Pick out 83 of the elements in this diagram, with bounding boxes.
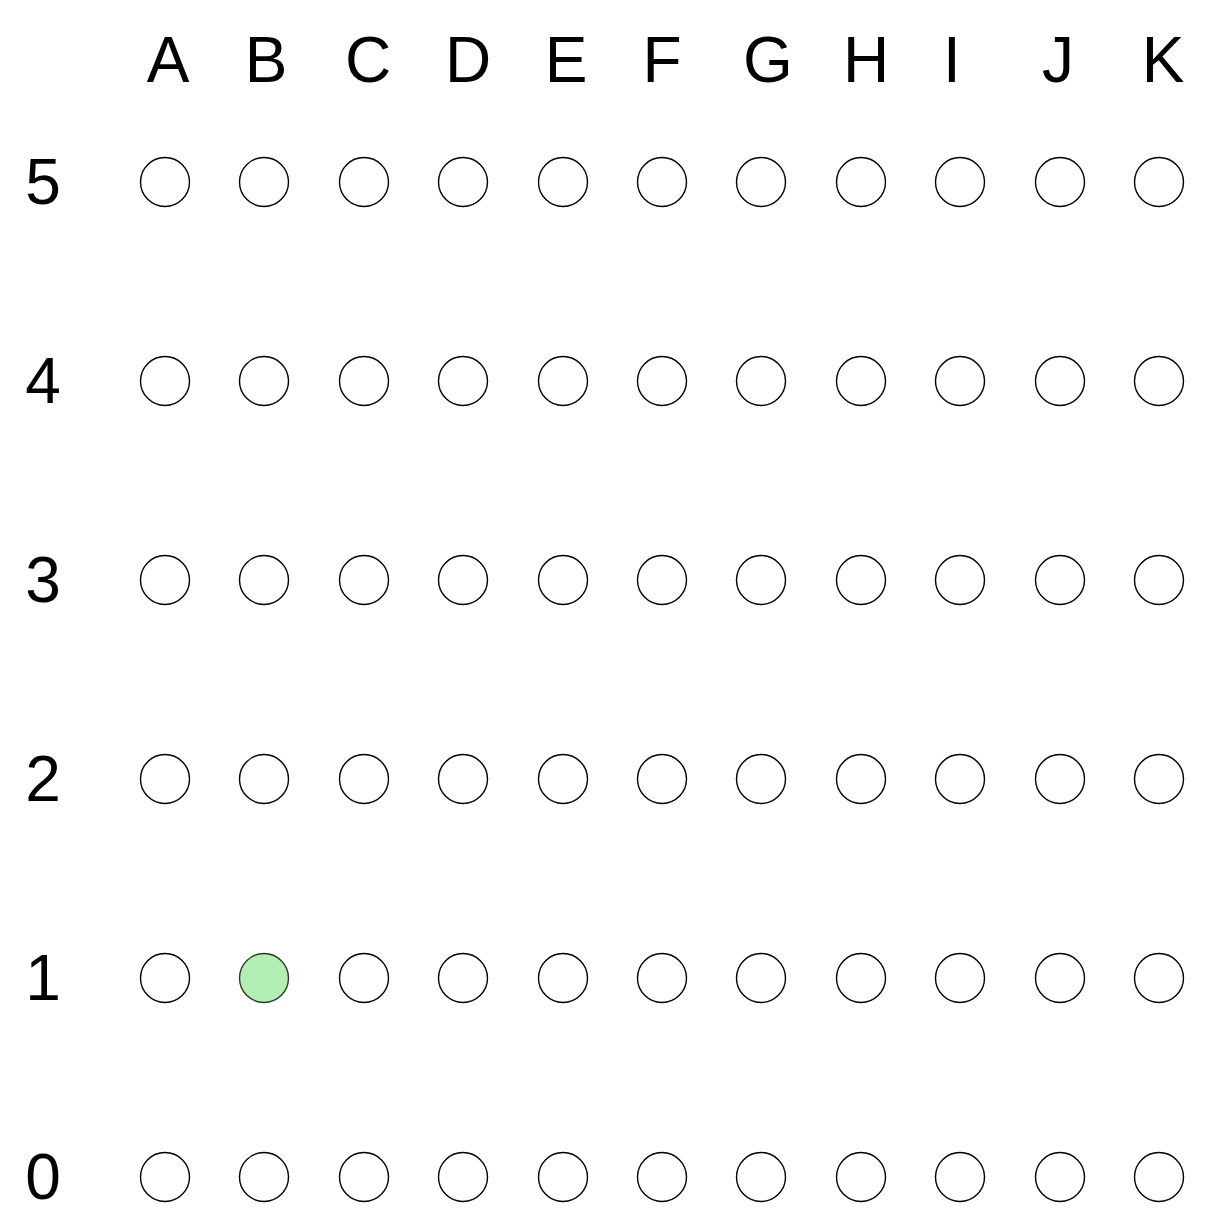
grid-circle	[437, 554, 490, 606]
grid-circle	[139, 355, 191, 407]
grid-circle	[238, 355, 291, 407]
grid-circle	[139, 753, 191, 805]
grid-circle	[735, 156, 788, 208]
column-label: E	[544, 28, 588, 92]
grid-circle	[337, 952, 390, 1004]
grid-circle	[834, 554, 887, 606]
grid-circle	[1133, 1151, 1185, 1203]
grid-circle	[437, 156, 490, 208]
grid-circle	[934, 355, 987, 407]
column-label: D	[444, 28, 492, 92]
grid-circle	[437, 355, 490, 407]
grid-circle	[536, 753, 589, 805]
row-label: 3	[25, 548, 61, 612]
grid-circle	[1133, 554, 1185, 606]
grid-circle	[934, 554, 987, 606]
grid-circle	[437, 952, 490, 1004]
column-label: G	[743, 28, 793, 92]
grid-circle	[1033, 1151, 1086, 1203]
grid-circle	[636, 753, 688, 805]
column-label: I	[943, 28, 961, 92]
grid-circle	[1033, 355, 1086, 407]
grid-circle	[536, 355, 589, 407]
grid-circle	[238, 156, 291, 208]
grid-circle	[139, 156, 191, 208]
filled-grid-circle	[238, 952, 291, 1004]
grid-circle	[636, 355, 688, 407]
grid-circle	[337, 554, 390, 606]
grid-circle	[1033, 156, 1086, 208]
row-label: 0	[25, 1145, 61, 1209]
grid-circle	[636, 156, 688, 208]
grid-circle	[934, 1151, 987, 1203]
grid-circle	[337, 753, 390, 805]
row-label: 2	[25, 747, 61, 811]
column-label: A	[146, 28, 190, 92]
grid-circle	[337, 355, 390, 407]
grid-circle	[337, 1151, 390, 1203]
grid-circle	[934, 952, 987, 1004]
grid-circle	[238, 1151, 291, 1203]
grid-circle	[536, 952, 589, 1004]
row-label: 4	[25, 349, 61, 413]
grid-circle	[735, 355, 788, 407]
column-label: K	[1141, 28, 1185, 92]
grid-circle	[834, 952, 887, 1004]
grid-circle	[934, 753, 987, 805]
column-label: H	[842, 28, 890, 92]
grid-circle	[536, 156, 589, 208]
row-label: 5	[25, 150, 61, 214]
grid-circle	[536, 1151, 589, 1203]
grid-circle	[238, 554, 291, 606]
grid-circle	[834, 753, 887, 805]
grid-circle	[1033, 554, 1086, 606]
grid-circle	[636, 952, 688, 1004]
grid-circle	[1033, 952, 1086, 1004]
column-label: C	[344, 28, 392, 92]
grid-circle	[238, 753, 291, 805]
grid-circle	[735, 1151, 788, 1203]
grid-circle	[1133, 952, 1185, 1004]
grid-circle	[139, 952, 191, 1004]
grid-circle	[735, 753, 788, 805]
grid-circle	[636, 554, 688, 606]
grid-circle	[834, 355, 887, 407]
grid-circle	[834, 156, 887, 208]
column-label: B	[244, 28, 288, 92]
grid-circle	[139, 554, 191, 606]
grid-circle	[337, 156, 390, 208]
row-label: 1	[25, 946, 61, 1010]
grid-circle	[536, 554, 589, 606]
grid-circle	[1133, 156, 1185, 208]
grid-circle	[636, 1151, 688, 1203]
grid-circle	[1133, 355, 1185, 407]
column-label: F	[642, 28, 682, 92]
grid-circle	[1033, 753, 1086, 805]
grid-circle	[735, 554, 788, 606]
grid-circle	[834, 1151, 887, 1203]
grid-circle	[437, 753, 490, 805]
grid-circle	[437, 1151, 490, 1203]
grid-circle	[1133, 753, 1185, 805]
column-label: J	[1042, 28, 1074, 92]
grid-circle	[934, 156, 987, 208]
grid-circle	[735, 952, 788, 1004]
grid-circle	[139, 1151, 191, 1203]
